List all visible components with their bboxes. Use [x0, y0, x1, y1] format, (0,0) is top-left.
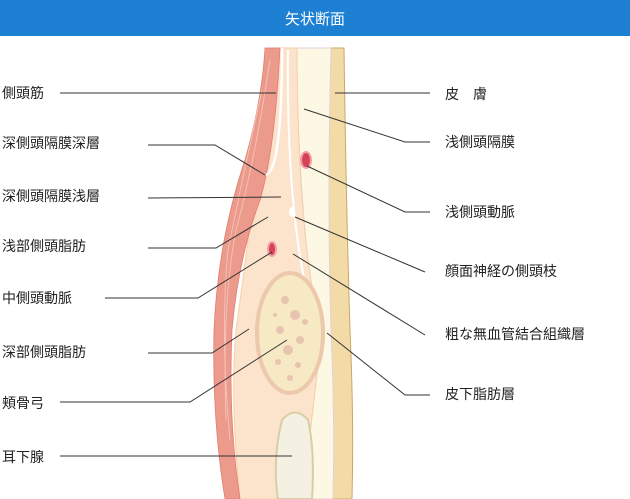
temporalis-muscle [213, 47, 281, 499]
facial-nerve-branch [289, 207, 295, 217]
label-deep-temporal-fascia-deep: 深側頭隔膜深層 [2, 136, 100, 152]
label-temporalis-muscle: 側頭筋 [2, 86, 44, 102]
label-facial-nerve-temporal-branch: 顔面神経の側頭枝 [445, 264, 557, 280]
label-zygomatic-arch: 頬骨弓 [2, 396, 44, 412]
label-loose-areolar-tissue: 粗な無血管結合組織層 [445, 327, 585, 343]
label-deep-temporal-fascia-superficial: 深側頭隔膜浅層 [2, 189, 100, 205]
leader-lines [60, 92, 430, 457]
label-superficial-temporal-fat: 浅部側頭脂肪 [2, 239, 86, 255]
middle-temporal-artery [267, 241, 277, 257]
label-middle-temporal-artery: 中側頭動脈 [2, 291, 72, 307]
diagram-title: 矢状断面 [0, 0, 630, 36]
label-deep-temporal-fat: 深部側頭脂肪 [2, 345, 86, 361]
label-parotid-gland: 耳下腺 [2, 450, 44, 466]
parotid-gland [274, 411, 314, 499]
zygomatic-arch [255, 271, 325, 395]
label-superficial-temporal-fascia: 浅側頭隔膜 [445, 135, 515, 151]
label-subcutaneous-fat: 皮下脂肪層 [445, 387, 515, 403]
superficial-temporal-artery [300, 151, 312, 169]
label-skin: 皮 膚 [445, 87, 487, 103]
label-superficial-temporal-artery: 浅側頭動脈 [445, 205, 515, 221]
